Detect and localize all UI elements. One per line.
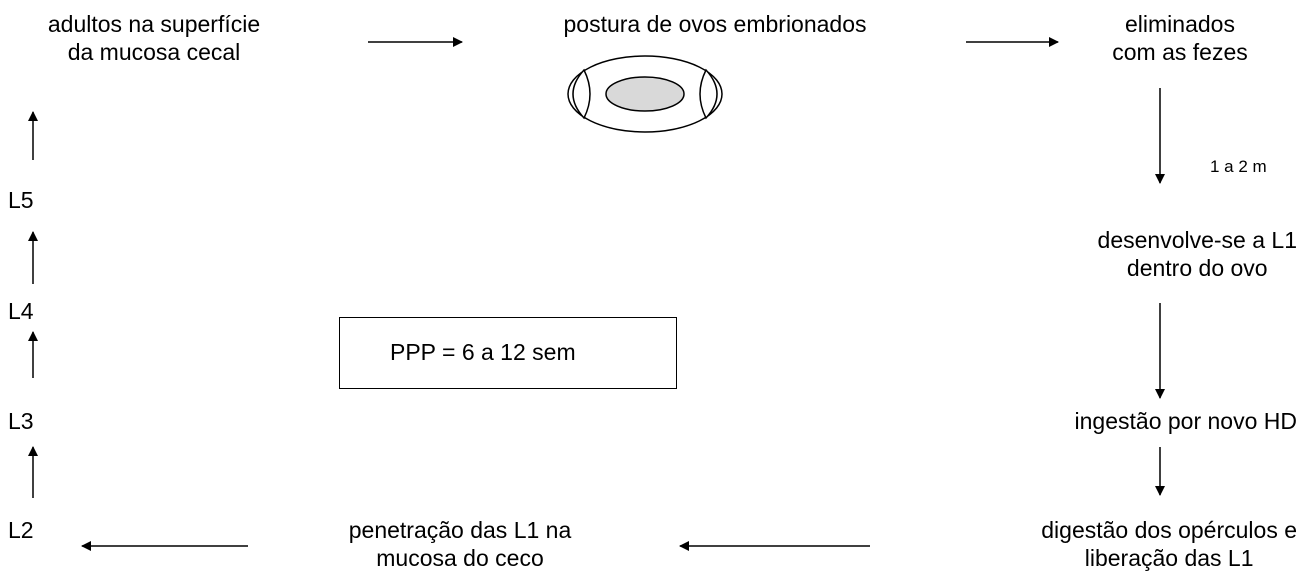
node-penetration-line2: mucosa do ceco [376, 545, 544, 571]
node-penetration-line1: penetração das L1 na [348, 517, 572, 543]
node-l2: L2 [8, 517, 34, 543]
node-develops-l1-line1: desenvolve-se a L1 [1097, 227, 1297, 253]
node-eliminated: eliminados com as fezes [1065, 10, 1295, 66]
node-penetration: penetração das L1 na mucosa do ceco [260, 516, 660, 572]
node-ingestion-line1: ingestão por novo HD [1074, 408, 1297, 434]
node-develops-l1-line2: dentro do ovo [1126, 255, 1268, 281]
node-adults-line1: adultos na superfície [47, 11, 261, 37]
egg-icon [567, 55, 723, 133]
node-eliminated-line2: com as fezes [1112, 39, 1248, 65]
node-ingestion: ingestão por novo HD [960, 407, 1297, 435]
ppp-text: PPP = 6 a 12 sem [390, 339, 576, 365]
node-adults: adultos na superfície da mucosa cecal [0, 10, 308, 66]
node-l4: L4 [8, 298, 34, 324]
node-eggs-laid-line1: postura de ovos embrionados [563, 11, 867, 37]
time-label: 1 a 2 m [1210, 157, 1267, 176]
node-digestion: digestão dos opérculos e liberação das L… [920, 516, 1297, 572]
node-digestion-line1: digestão dos opérculos e [1041, 517, 1297, 543]
node-develops-l1: desenvolve-se a L1 dentro do ovo [960, 226, 1297, 282]
node-l3: L3 [8, 408, 34, 434]
node-l5: L5 [8, 187, 34, 213]
node-eggs-laid: postura de ovos embrionados [490, 10, 940, 38]
node-eliminated-line1: eliminados [1125, 11, 1235, 37]
ppp-box: PPP = 6 a 12 sem [339, 317, 677, 389]
node-digestion-line2: liberação das L1 [1084, 545, 1254, 571]
node-adults-line2: da mucosa cecal [67, 39, 241, 65]
